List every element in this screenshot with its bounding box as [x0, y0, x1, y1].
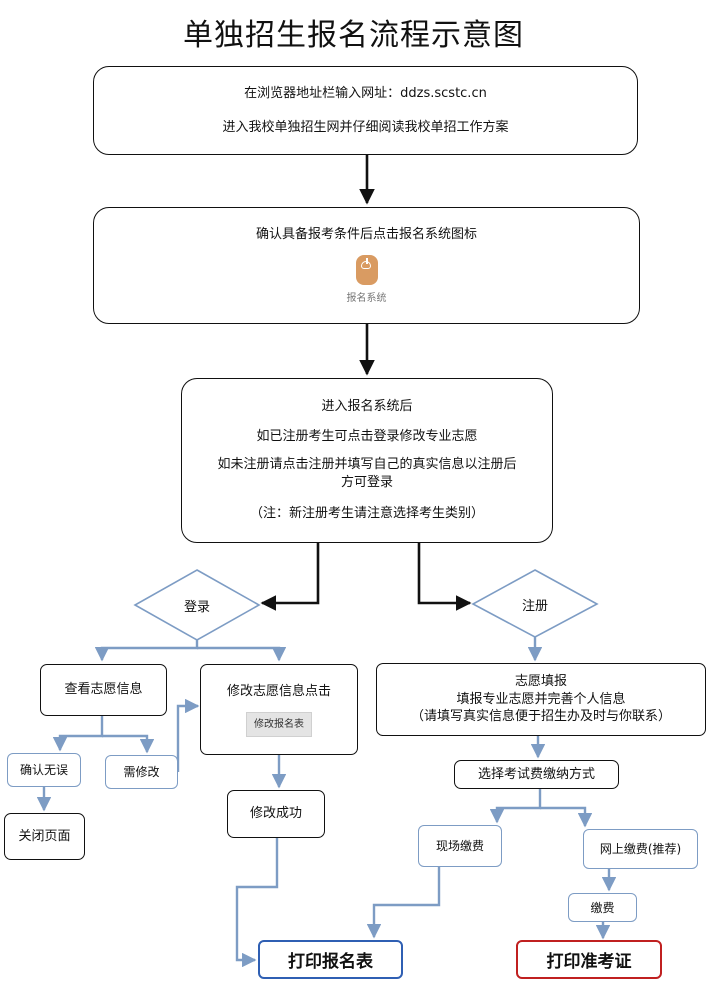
registration-system-shortcut[interactable]: 报名系统	[346, 254, 387, 306]
step1-line1: 在浏览器地址栏输入网址：ddzs.scstc.cn	[244, 86, 487, 101]
register-diamond-label[interactable]: 注册	[521, 599, 548, 614]
step2-text: 确认具备报考条件后点击报名系统图标	[255, 227, 477, 243]
confirm-correct-label: 确认无误	[19, 763, 68, 777]
arrow-to-register	[417, 543, 472, 611]
modify-application-label: 修改志愿信息点击	[226, 684, 331, 700]
modify-success-label: 修改成功	[249, 806, 302, 822]
arrow-view-needmodify	[102, 734, 155, 754]
online-payment-label: 网上缴费(推荐)	[599, 842, 682, 856]
onsite-payment-box: 现场缴费	[418, 825, 502, 867]
arrow-view-confirm	[52, 716, 104, 752]
step-click-system-icon: 确认具备报考条件后点击报名系统图标 报名系统	[93, 207, 640, 324]
need-modify-label: 需修改	[123, 765, 160, 779]
fill-application-line3: （请填写真实信息便于招生办及时与你联系）	[410, 709, 671, 725]
need-modify-box: 需修改	[105, 755, 178, 789]
modify-application-box: 修改志愿信息点击 修改报名表	[200, 664, 358, 755]
step-enter-website: 在浏览器地址栏输入网址：ddzs.scstc.cn 进入我校单独招生网并仔细阅读…	[93, 66, 638, 155]
arrow-login-view	[94, 640, 199, 662]
arrow-onsite-print	[366, 867, 441, 939]
arrow-login-modify	[197, 646, 287, 662]
arrow-choose-onsite	[489, 789, 542, 824]
print-admission-ticket-label: 打印准考证	[546, 952, 632, 972]
onsite-payment-label: 现场缴费	[435, 839, 484, 853]
arrow-choose-online	[540, 806, 593, 828]
pay-label: 缴费	[590, 900, 615, 915]
view-application-label: 查看志愿信息	[64, 682, 143, 698]
step3-line1: 进入报名系统后	[321, 399, 413, 415]
step-enter-system: 进入报名系统后 如已注册考生可点击登录修改专业志愿 如未注册请点击注册并填写自己…	[181, 378, 553, 543]
close-page-label: 关闭页面	[18, 828, 71, 844]
fill-application-line2: 填报专业志愿并完善个人信息	[456, 691, 626, 707]
modify-form-button[interactable]: 修改报名表	[246, 711, 312, 737]
fill-application-title: 志愿填报	[514, 674, 567, 690]
pay-box: 缴费	[568, 893, 637, 922]
login-diamond	[133, 569, 261, 641]
login-diamond-label[interactable]: 登录	[183, 600, 210, 615]
arrow-needmodify-modify	[176, 698, 200, 772]
online-payment-box: 网上缴费(推荐)	[583, 829, 698, 869]
print-application-form-label: 打印报名表	[288, 952, 373, 972]
choose-payment-label: 选择考试费缴纳方式	[477, 766, 595, 782]
view-application-box: 查看志愿信息	[40, 664, 167, 716]
close-page-box: 关闭页面	[4, 813, 85, 860]
register-diamond	[471, 569, 599, 638]
arrow-success-print	[235, 838, 279, 968]
fill-application-box: 志愿填报 填报专业志愿并完善个人信息 （请填写真实信息便于招生办及时与你联系）	[376, 663, 706, 736]
print-admission-ticket: 打印准考证	[516, 940, 662, 979]
page-title: 单独招生报名流程示意图	[183, 18, 524, 53]
step3-line3: 如未注册请点击注册并填写自己的真实信息以注册后方可登录	[217, 457, 517, 491]
arrow-to-login	[260, 543, 320, 611]
registration-system-label: 报名系统	[346, 292, 387, 304]
print-application-form: 打印报名表	[258, 940, 403, 979]
choose-payment-box: 选择考试费缴纳方式	[454, 760, 619, 789]
confirm-correct-box: 确认无误	[7, 753, 81, 787]
step1-line2: 进入我校单独招生网并仔细阅读我校单招工作方案	[222, 119, 509, 135]
modify-success-box: 修改成功	[227, 790, 325, 838]
step3-line4: （注：新注册考生请注意选择考生类别）	[249, 506, 484, 522]
mouse-icon[interactable]	[355, 254, 378, 285]
step3-line2: 如已注册考生可点击登录修改专业志愿	[256, 428, 478, 444]
